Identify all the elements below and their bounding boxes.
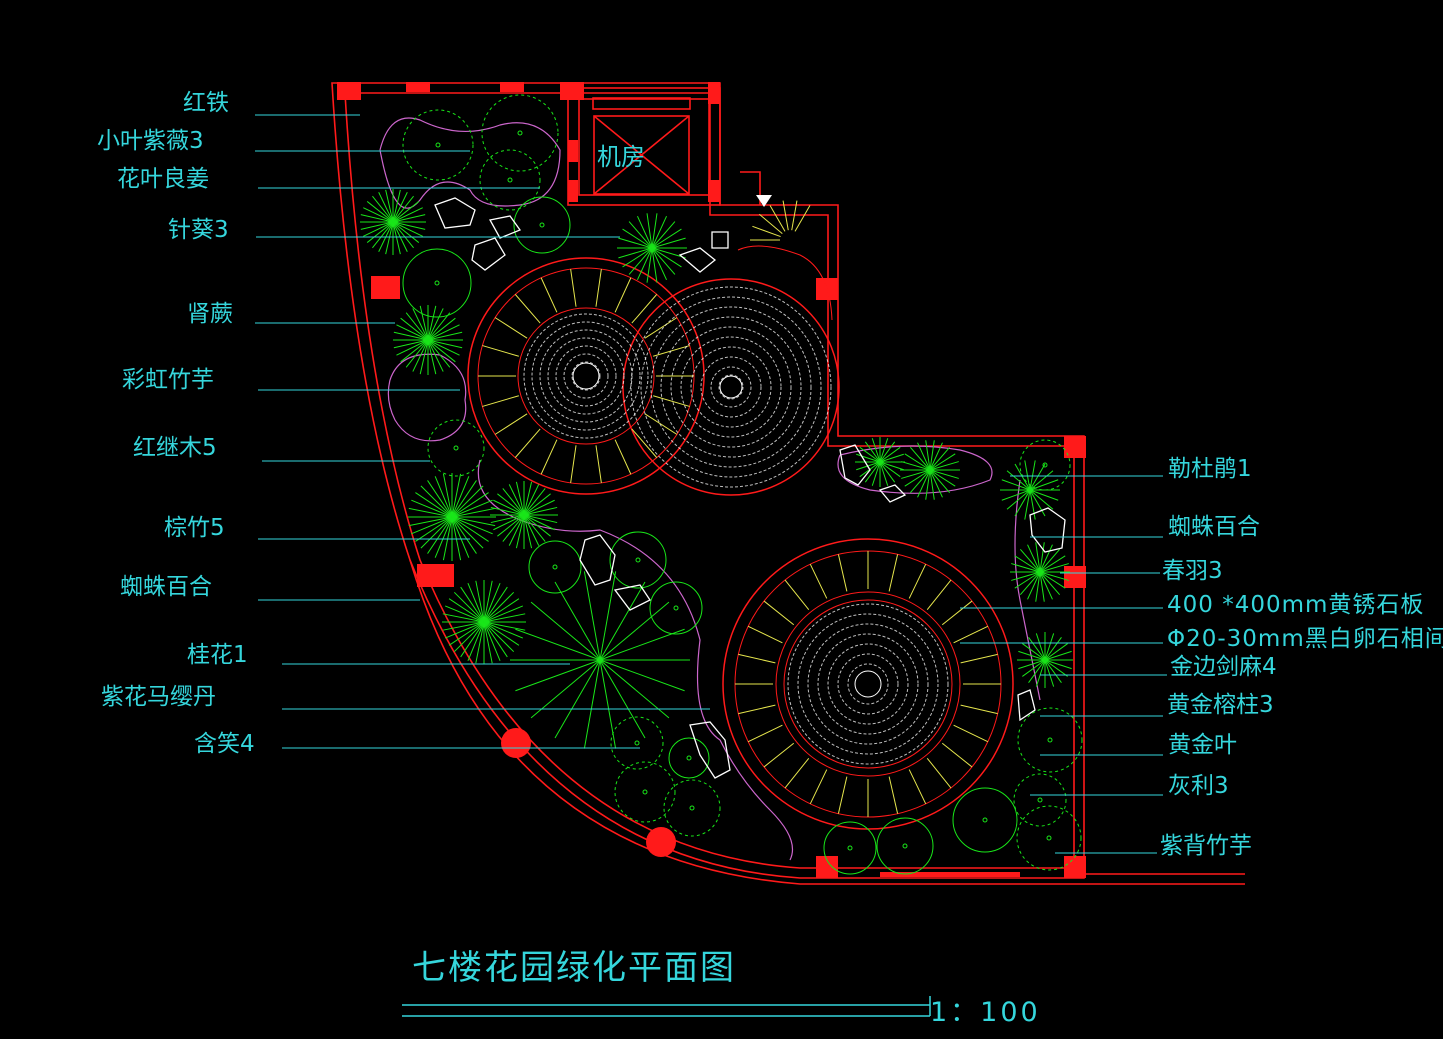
label-hongtie: 红铁 <box>183 90 229 116</box>
drawing-title: 七楼花园绿化平面图 <box>412 948 736 988</box>
wall-columns <box>337 82 1086 878</box>
stepping-stones <box>434 197 1066 779</box>
boundary-walls <box>331 82 1245 885</box>
label-shenjue: 肾蕨 <box>187 301 233 327</box>
label-zhenkui: 针葵3 <box>168 217 229 243</box>
label-hongjimu: 红继木5 <box>133 435 217 461</box>
label-xiaoye-ziwei: 小叶紫薇3 <box>97 128 204 154</box>
paving-circles <box>467 200 1014 830</box>
label-zongzhu: 棕竹5 <box>164 515 225 541</box>
label-pebble: Φ20-30mm黑白卵石相间 <box>1167 626 1443 652</box>
label-zhizhu-baihe-left: 蜘蛛百合 <box>120 574 212 600</box>
label-huangjinye: 黄金叶 <box>1168 732 1237 758</box>
label-jinbian-jianma: 金边剑麻4 <box>1170 654 1277 680</box>
label-guihua: 桂花1 <box>187 642 248 668</box>
paving-joint-lines <box>478 200 1001 817</box>
label-chunyu: 春羽3 <box>1162 558 1223 584</box>
label-leduojuan: 勒杜鹃1 <box>1168 456 1252 482</box>
label-zibei-zhuyu: 紫背竹芋 <box>1160 833 1252 859</box>
planting-symbols <box>360 94 1083 875</box>
label-leader-lines <box>255 114 1167 854</box>
label-zihua-mayingdan: 紫花马缨丹 <box>101 684 216 710</box>
bed-edges <box>379 117 1041 861</box>
label-huaye-liangjiang: 花叶良姜 <box>117 166 209 192</box>
label-zhizhu-baihe-right: 蜘蛛百合 <box>1168 514 1260 540</box>
pebble-paving-pattern <box>523 286 949 765</box>
title-underline <box>402 996 931 1017</box>
label-huili: 灰利3 <box>1168 773 1229 799</box>
entry-triangle <box>756 195 772 207</box>
label-stone-slab: 400 *400mm黄锈石板 <box>1167 592 1425 618</box>
drawing-scale: 1：100 <box>930 997 1041 1028</box>
label-huangjin-rongzhu: 黄金榕柱3 <box>1167 692 1274 718</box>
machine-room-label: 机房 <box>597 143 645 171</box>
label-hanxiao: 含笑4 <box>194 731 255 757</box>
label-caihong-zhuyu: 彩虹竹芋 <box>122 367 214 393</box>
